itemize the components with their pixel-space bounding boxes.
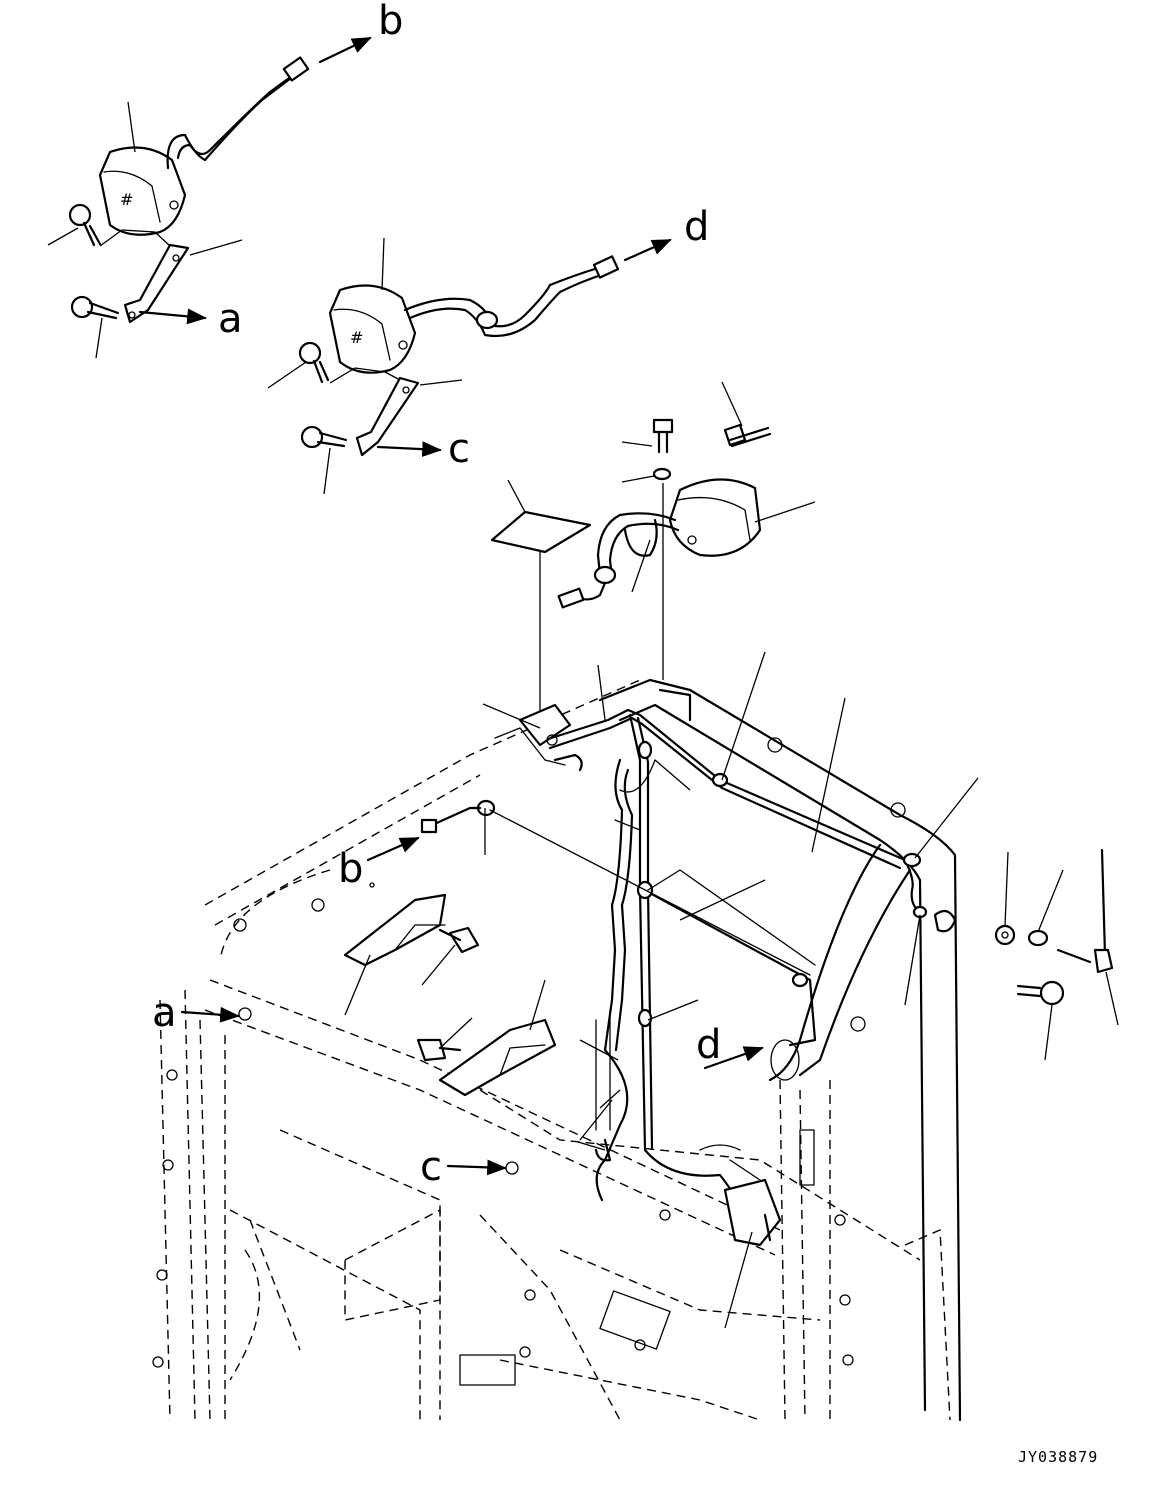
cover-plate-top xyxy=(490,510,592,554)
work-lamp-1: # xyxy=(98,146,187,236)
lamp-1-bolt xyxy=(68,203,102,247)
cover-plate-left xyxy=(343,893,447,967)
rear-lamp-screw xyxy=(723,423,772,448)
lamp-2-bracket-bolt xyxy=(300,425,348,449)
antenna-bolt xyxy=(1016,980,1065,1006)
cab-frame xyxy=(152,678,962,1422)
lamp-1-cable xyxy=(166,56,310,170)
callout-a-top: a xyxy=(218,296,243,342)
rear-lamp-connector xyxy=(557,587,585,609)
lamp-1-connector xyxy=(282,56,310,82)
lamp-1-bracket xyxy=(123,243,190,324)
figure-code: JY038879 xyxy=(1018,1448,1098,1466)
antenna xyxy=(994,848,1114,974)
callout-a-frame: a xyxy=(152,990,177,1036)
rear-lamp xyxy=(668,478,762,557)
lamp-1-bracket-bolt xyxy=(70,295,120,320)
rear-lamp-bolt xyxy=(652,418,674,454)
work-lamp-2: # xyxy=(328,284,417,374)
lamp-face-glyph: # xyxy=(120,190,133,209)
callout-c-top: c xyxy=(448,426,470,472)
wiring-harness xyxy=(420,703,957,1247)
callout-c-frame: c xyxy=(420,1144,442,1190)
lamp-2-bolt xyxy=(298,341,330,384)
callout-b-frame: b xyxy=(338,846,363,892)
plate-bolt-front xyxy=(416,1038,462,1062)
callout-b-top: b xyxy=(378,0,403,44)
cover-plate-front xyxy=(438,1018,557,1097)
lamp-2-face-glyph: # xyxy=(350,328,363,347)
washer xyxy=(652,467,672,481)
rear-lamp-cable xyxy=(557,512,680,609)
callout-d-frame: d xyxy=(696,1022,721,1068)
lamp-2-connector xyxy=(592,255,620,279)
lamp-2-bracket xyxy=(355,376,420,457)
plate-bolt-left xyxy=(369,882,480,954)
callout-d-top: d xyxy=(684,204,709,250)
lamp-2-cable xyxy=(403,255,620,338)
